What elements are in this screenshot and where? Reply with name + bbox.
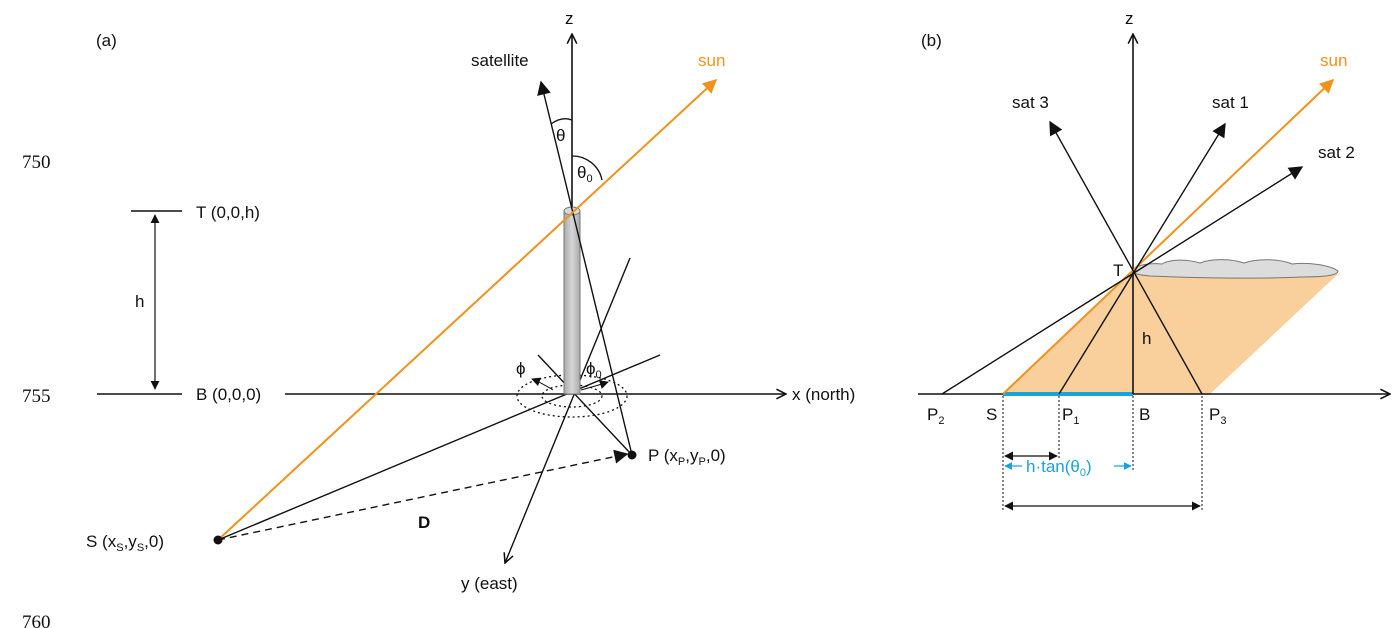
- panel-b-tag: (b): [921, 31, 942, 50]
- p-point-label: P (xP,yP,0): [648, 446, 726, 468]
- sun-label-b: sun: [1320, 51, 1347, 70]
- p2-label: P2: [927, 405, 944, 427]
- height-label-a: h: [135, 292, 144, 311]
- theta0-label: θ0: [577, 163, 593, 185]
- panel-b: (b) z sun sat 1 sat 2 sat 3 T h P2 S P1 …: [918, 9, 1390, 511]
- line-number-755: 755: [22, 386, 51, 407]
- pillar: [563, 210, 581, 395]
- phi-ref-line: [537, 354, 633, 456]
- b-label-b: B: [1139, 405, 1150, 424]
- sat2-label: sat 2: [1318, 143, 1355, 162]
- phi-label: ϕ: [516, 359, 526, 378]
- x-axis-label: x (north): [792, 385, 855, 404]
- s-point-label: S (xS,yS,0): [86, 532, 164, 554]
- height-label-b: h: [1142, 329, 1151, 348]
- phi0-label: ϕ0: [586, 359, 602, 381]
- point-p: [627, 450, 637, 460]
- sat2-ray: [941, 166, 1304, 395]
- theta-label: θ: [556, 126, 565, 145]
- sun-label-a: sun: [698, 51, 725, 70]
- line-number-760: 760: [22, 612, 51, 628]
- base-point-label: B (0,0,0): [196, 385, 261, 404]
- z-axis-label-a: z: [565, 9, 574, 28]
- ground-line-s: [217, 354, 661, 541]
- phi0-arc: [580, 380, 609, 391]
- y-axis: [505, 257, 631, 563]
- p3-label: P3: [1209, 405, 1226, 427]
- panel-a: (a) h T (0,0,h) B (0,0,0) x (north) z y …: [86, 9, 855, 593]
- satellite-ray: [537, 80, 633, 456]
- formula-label: h·tan(θ0): [1026, 457, 1092, 479]
- panel-a-tag: (a): [96, 31, 117, 50]
- sat1-ray: [1058, 122, 1226, 395]
- p1-label: P1: [1062, 405, 1079, 427]
- theta0-arc: [571, 155, 603, 181]
- phi-arc: [531, 377, 554, 391]
- y-axis-label: y (east): [461, 574, 518, 593]
- distance-label: D: [418, 513, 430, 532]
- sat3-label: sat 3: [1012, 93, 1049, 112]
- s-label-b: S: [986, 405, 997, 424]
- distance-line: [217, 449, 629, 541]
- theta-arc: [550, 118, 573, 125]
- shadow-region: [1003, 271, 1338, 394]
- point-s: [213, 535, 223, 545]
- top-label-b: T: [1113, 261, 1123, 280]
- sat3-ray: [1049, 120, 1203, 395]
- sun-ray: [217, 79, 718, 541]
- line-number-750: 750: [22, 152, 51, 173]
- z-axis-label-b: z: [1125, 9, 1134, 28]
- azimuth-ellipse-outer: [516, 374, 628, 418]
- sun-ray-b: [1002, 79, 1335, 395]
- sat1-label: sat 1: [1212, 93, 1249, 112]
- cloud: [1132, 259, 1339, 279]
- top-point-label: T (0,0,h): [196, 203, 260, 222]
- satellite-label: satellite: [471, 51, 529, 70]
